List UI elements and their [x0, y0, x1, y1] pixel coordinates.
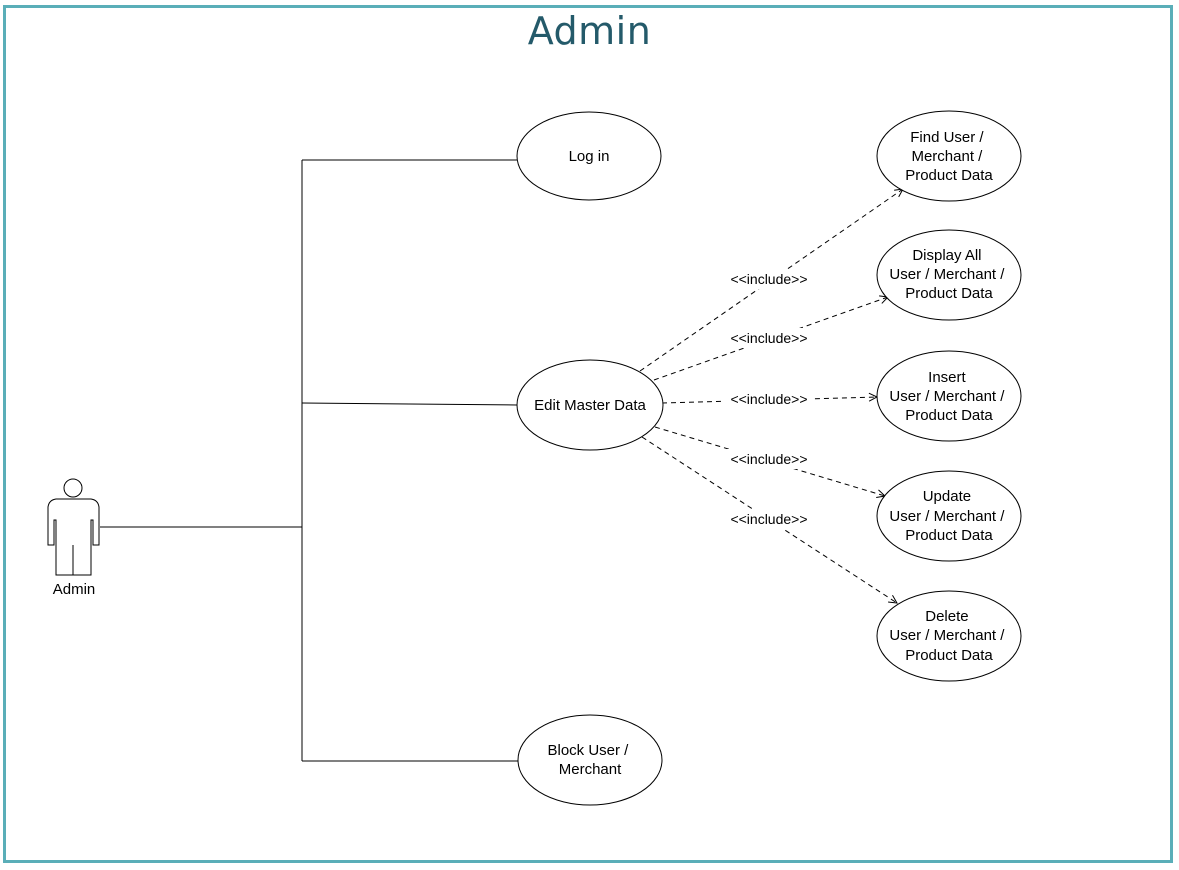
include-label-update: <<include>>: [730, 451, 807, 467]
include-label-find: <<include>>: [730, 271, 807, 287]
use-case-label: Edit Master Data: [534, 397, 646, 414]
use-case-label: Product Data: [905, 167, 993, 184]
include-label-display: <<include>>: [730, 330, 807, 346]
diagram-title: Admin: [527, 9, 652, 53]
use-case-label: Log in: [569, 148, 610, 165]
use-case-display-all[interactable]: Display All User / Merchant / Product Da…: [876, 229, 1022, 321]
use-case-label: Product Data: [905, 407, 993, 424]
actor-head: [63, 478, 83, 498]
include-label-insert: <<include>>: [730, 391, 807, 407]
svg-text:Block User / Merchant: Block User / Merchant: [547, 742, 632, 778]
use-case-label: Find User /: [910, 129, 984, 146]
use-case-label: Update: [923, 488, 971, 505]
use-case-label: User / Merchant /: [889, 388, 1005, 405]
svg-text:Edit Master Data: Edit Master Data: [534, 397, 646, 414]
use-case-label: Product Data: [905, 647, 993, 664]
include-arrow-delete: [641, 436, 897, 603]
svg-text:Display All User / Merch: Display All User / Merchant / Product Da…: [889, 247, 1008, 302]
use-case-label: Merchant: [559, 761, 622, 778]
include-labels: <<include>> <<include>> <<include>> <<in…: [724, 269, 814, 529]
use-case-label: Delete: [925, 608, 968, 625]
svg-text:Log in: Log in: [569, 148, 610, 165]
use-case-label: Insert: [928, 369, 966, 386]
use-case-find-data[interactable]: Find User / Merchant / Product Data: [876, 110, 1022, 202]
use-case-insert[interactable]: Insert User / Merchant / Product Data: [876, 350, 1022, 442]
use-case-label: User / Merchant /: [889, 266, 1005, 283]
association-lines: [100, 159, 518, 762]
use-case-label: User / Merchant /: [889, 627, 1005, 644]
actor-label: Admin: [53, 581, 96, 598]
include-label-delete: <<include>>: [730, 511, 807, 527]
association-edit-master: [301, 402, 518, 406]
use-case-login[interactable]: Log in: [516, 111, 662, 201]
use-case-label: Block User /: [547, 742, 629, 759]
actor-body: [47, 498, 100, 576]
use-case-label: User / Merchant /: [889, 508, 1005, 525]
svg-text:Update User / Merchant /: Update User / Merchant / Product Data: [889, 488, 1008, 544]
use-case-label: Product Data: [905, 285, 993, 302]
use-case-edit-master-data[interactable]: Edit Master Data: [516, 359, 664, 451]
use-case-block-user-merchant[interactable]: Block User / Merchant: [517, 714, 663, 806]
use-case-update[interactable]: Update User / Merchant / Product Data: [876, 470, 1022, 562]
use-case-label: Product Data: [905, 527, 993, 544]
svg-text:Find User / Merchant /: Find User / Merchant / Product Data: [905, 129, 993, 184]
svg-text:Insert User / Merchant /: Insert User / Merchant / Product Data: [889, 369, 1008, 424]
admin-actor-icon: [47, 478, 100, 576]
use-case-label: Display All: [912, 247, 981, 264]
use-case-label: Merchant /: [911, 148, 983, 165]
svg-text:Delete User / Merchant /: Delete User / Merchant / Product Data: [889, 608, 1008, 664]
use-case-delete[interactable]: Delete User / Merchant / Product Data: [876, 590, 1022, 682]
